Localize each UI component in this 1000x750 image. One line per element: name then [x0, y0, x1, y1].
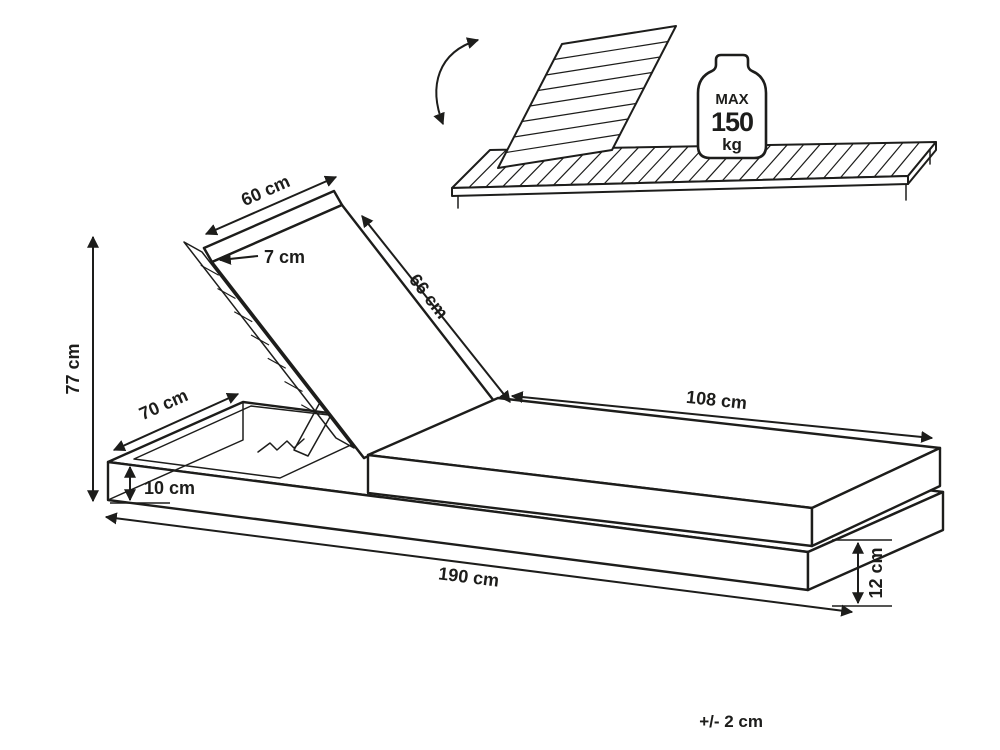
inset-illustration: MAX 150 kg — [433, 25, 937, 209]
seat-length-label: 108 cm — [685, 387, 748, 413]
lounger-drawing — [106, 189, 945, 592]
overall-height-label: 77 cm — [63, 343, 83, 394]
dim-base-side-height: 12 cm — [832, 539, 892, 607]
inset-deck-legs — [457, 149, 931, 209]
dim-base-height: 10 cm — [110, 465, 195, 504]
backrest-frame-slats — [200, 264, 320, 416]
backrest-frame — [183, 241, 355, 449]
dim-overall-height: 77 cm — [63, 235, 99, 503]
base-side-height-label: 12 cm — [866, 547, 886, 598]
dim-cushion-thickness: 7 cm — [218, 247, 305, 267]
backrest-width-label: 60 cm — [238, 171, 293, 210]
max-load-label: MAX — [715, 91, 748, 108]
recline-arrow-icon — [433, 37, 480, 126]
inset-deck-right-face — [907, 141, 937, 185]
tolerance-note: +/- 2 cm — [699, 712, 763, 731]
max-load-value: 150 — [711, 107, 753, 137]
base-height-label: 10 cm — [144, 478, 195, 498]
max-weight-icon: MAX 150 kg — [696, 53, 768, 160]
overall-length-label: 190 cm — [437, 563, 500, 590]
ratchet-teeth — [257, 438, 305, 453]
weight-outline — [696, 53, 768, 160]
inset-backrest-slats — [505, 40, 669, 154]
cushion-thickness-label: 7 cm — [264, 247, 305, 267]
max-load-unit: kg — [722, 135, 742, 154]
